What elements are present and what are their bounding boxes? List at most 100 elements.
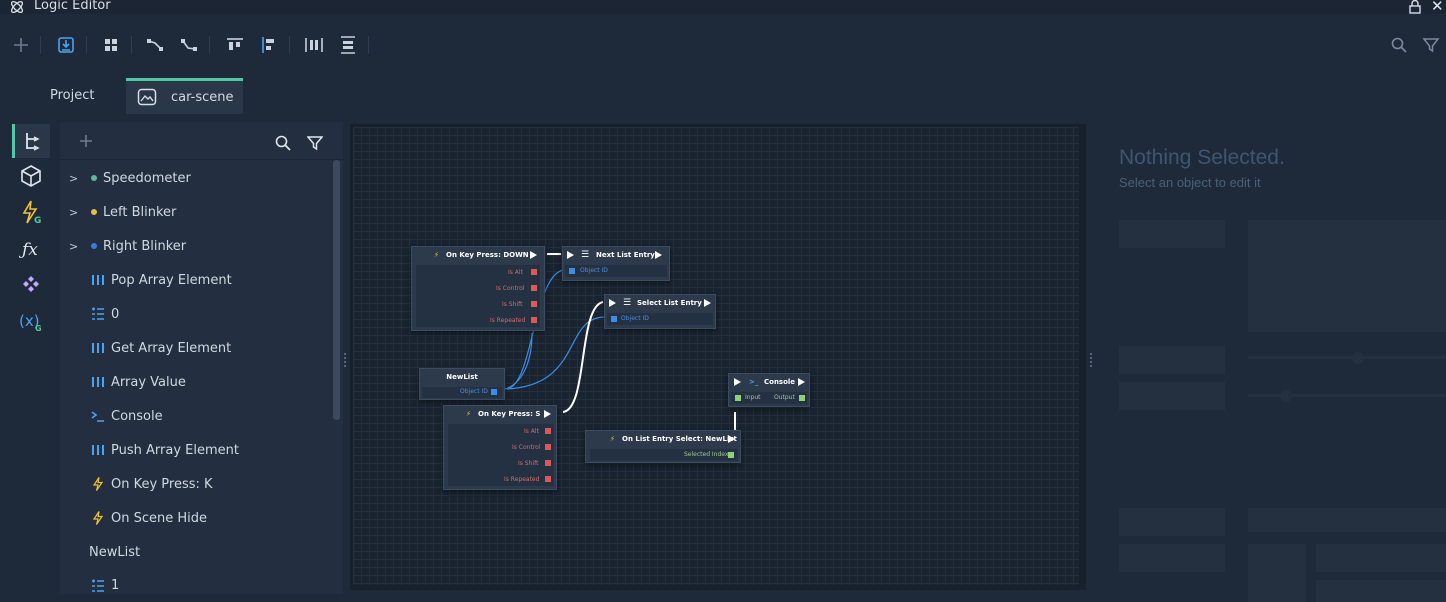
pin-label: Is Alt xyxy=(508,269,523,276)
exec-in-pin[interactable] xyxy=(609,299,616,307)
node-on-key-press-s[interactable]: ⚡ On Key Press: S Is Alt Is Control Is S… xyxy=(443,405,557,490)
search-icon[interactable] xyxy=(1390,36,1408,54)
rail-objects[interactable] xyxy=(12,159,50,193)
node-header[interactable]: >_ Console xyxy=(729,374,809,390)
placeholder-block xyxy=(1248,508,1446,532)
rail-hierarchy[interactable] xyxy=(12,124,50,158)
console-icon: >_ xyxy=(749,378,759,386)
tree-item-push-array-element[interactable]: Push Array Element xyxy=(60,433,330,467)
splitter-handle-icon[interactable] xyxy=(1089,352,1093,368)
exec-out-pin[interactable] xyxy=(728,435,735,443)
object-dot-icon xyxy=(91,175,97,181)
node-body xyxy=(416,265,540,327)
pin-label: Selected Index xyxy=(684,451,729,458)
exec-out-pin[interactable] xyxy=(798,378,805,386)
tree-item-array-value[interactable]: Array Value xyxy=(60,365,330,399)
distribute-horizontal-icon[interactable] xyxy=(305,36,323,54)
node-next-list-entry[interactable]: ☰ Next List Entry Object ID xyxy=(562,246,670,281)
output-pin[interactable] xyxy=(531,285,537,291)
node-on-list-entry-select[interactable]: ⚡ On List Entry Select: NewList Selected… xyxy=(585,430,741,463)
tab-project[interactable]: Project xyxy=(50,78,120,114)
graph-grid[interactable]: ⚡ On Key Press: DOWN Is Alt Is Control I… xyxy=(353,127,1079,585)
exec-out-pin[interactable] xyxy=(704,299,711,307)
chevron-right-icon[interactable]: > xyxy=(69,171,79,185)
exec-in-pin[interactable] xyxy=(567,251,574,259)
graph-canvas[interactable]: ⚡ On Key Press: DOWN Is Alt Is Control I… xyxy=(350,124,1086,590)
tree-item-0[interactable]: 0 xyxy=(60,297,330,331)
placeholder-slider xyxy=(1248,394,1446,397)
node-header[interactable]: ☰ Next List Entry xyxy=(563,247,669,263)
input-pin[interactable] xyxy=(611,316,617,322)
tree-item-get-array-element[interactable]: Get Array Element xyxy=(60,331,330,365)
rail-variables[interactable]: (x) G xyxy=(12,304,50,338)
scene-icon xyxy=(137,88,157,106)
output-pin[interactable] xyxy=(531,317,537,323)
chevron-right-icon[interactable]: > xyxy=(69,205,79,219)
pin-label: Is Control xyxy=(496,285,525,292)
tree-item-newlist[interactable]: NewList xyxy=(60,535,330,569)
component-icon xyxy=(23,276,39,292)
tree-item-on-scene-hide[interactable]: On Scene Hide xyxy=(60,501,330,535)
output-pin[interactable] xyxy=(545,460,551,466)
node-select-list-entry[interactable]: ☰ Select List Entry Object ID xyxy=(604,294,716,329)
distribute-vertical-icon[interactable] xyxy=(339,36,357,54)
tree-panel: > Speedometer > Left Blinker > Right Bli… xyxy=(60,122,343,594)
close-icon[interactable]: ✕ xyxy=(1431,0,1444,15)
exec-out-pin[interactable] xyxy=(530,251,537,259)
save-icon[interactable] xyxy=(57,36,75,54)
lightning-icon: ⚡ xyxy=(610,435,615,443)
splitter-handle-icon[interactable] xyxy=(343,352,347,368)
output-pin[interactable] xyxy=(728,452,734,458)
grid-icon[interactable] xyxy=(102,36,120,54)
align-top-icon[interactable] xyxy=(226,36,244,54)
input-pin[interactable] xyxy=(569,268,575,274)
filter-icon[interactable] xyxy=(307,135,323,151)
node-console[interactable]: >_ Console Input Output xyxy=(728,373,810,407)
align-left-icon[interactable] xyxy=(260,36,278,54)
output-pin[interactable] xyxy=(531,301,537,307)
tree-item-left-blinker[interactable]: > Left Blinker xyxy=(60,195,330,229)
output-pin[interactable] xyxy=(531,269,537,275)
tree-item-right-blinker[interactable]: > Right Blinker xyxy=(60,229,330,263)
tree-item-pop-array-element[interactable]: Pop Array Element xyxy=(60,263,330,297)
node-newlist[interactable]: NewList Object ID xyxy=(419,368,505,400)
chevron-right-icon[interactable]: > xyxy=(69,239,79,253)
rail-functions[interactable]: ƒx xyxy=(12,232,50,266)
plus-icon[interactable] xyxy=(79,134,93,148)
tree-item-1[interactable]: 1 xyxy=(60,569,330,594)
input-pin[interactable] xyxy=(735,395,741,401)
tree-item-label: On Scene Hide xyxy=(111,510,208,526)
node-on-key-press-down[interactable]: ⚡ On Key Press: DOWN Is Alt Is Control I… xyxy=(411,246,545,331)
rail-components[interactable] xyxy=(12,267,50,301)
rail-events[interactable]: G xyxy=(12,195,50,229)
toolbar xyxy=(0,14,1446,74)
tree-scrollbar[interactable] xyxy=(333,160,340,420)
plus-icon[interactable] xyxy=(12,36,30,54)
exec-out-pin[interactable] xyxy=(544,410,551,418)
node-title: On List Entry Select: NewList xyxy=(622,435,737,443)
tab-car-scene[interactable]: car-scene xyxy=(126,78,243,114)
exec-in-pin[interactable] xyxy=(734,378,741,386)
align-nodes-icon[interactable] xyxy=(146,36,164,54)
tree-item-console[interactable]: Console xyxy=(60,399,330,433)
placeholder-block xyxy=(1316,544,1446,572)
tree-item-on-key-press-k[interactable]: On Key Press: K xyxy=(60,467,330,501)
node-header[interactable]: ☰ Select List Entry xyxy=(605,295,715,311)
align-nodes-reverse-icon[interactable] xyxy=(180,36,198,54)
inspector-title: Nothing Selected. xyxy=(1119,146,1285,169)
node-header[interactable]: NewList xyxy=(420,369,504,385)
output-pin[interactable] xyxy=(799,395,805,401)
filter-icon[interactable] xyxy=(1422,36,1440,54)
node-header[interactable]: ⚡ On Key Press: S xyxy=(444,406,556,422)
node-header[interactable]: ⚡ On List Entry Select: NewList xyxy=(586,431,740,447)
exec-out-pin[interactable] xyxy=(655,251,662,259)
output-pin[interactable] xyxy=(545,428,551,434)
output-pin[interactable] xyxy=(545,444,551,450)
output-pin[interactable] xyxy=(491,389,497,395)
search-icon[interactable] xyxy=(275,135,291,151)
node-header[interactable]: ⚡ On Key Press: DOWN xyxy=(412,247,544,263)
placeholder-block xyxy=(1119,220,1225,248)
tree-item-speedometer[interactable]: > Speedometer xyxy=(60,161,330,195)
output-pin[interactable] xyxy=(545,476,551,482)
lock-icon[interactable] xyxy=(1408,0,1422,14)
